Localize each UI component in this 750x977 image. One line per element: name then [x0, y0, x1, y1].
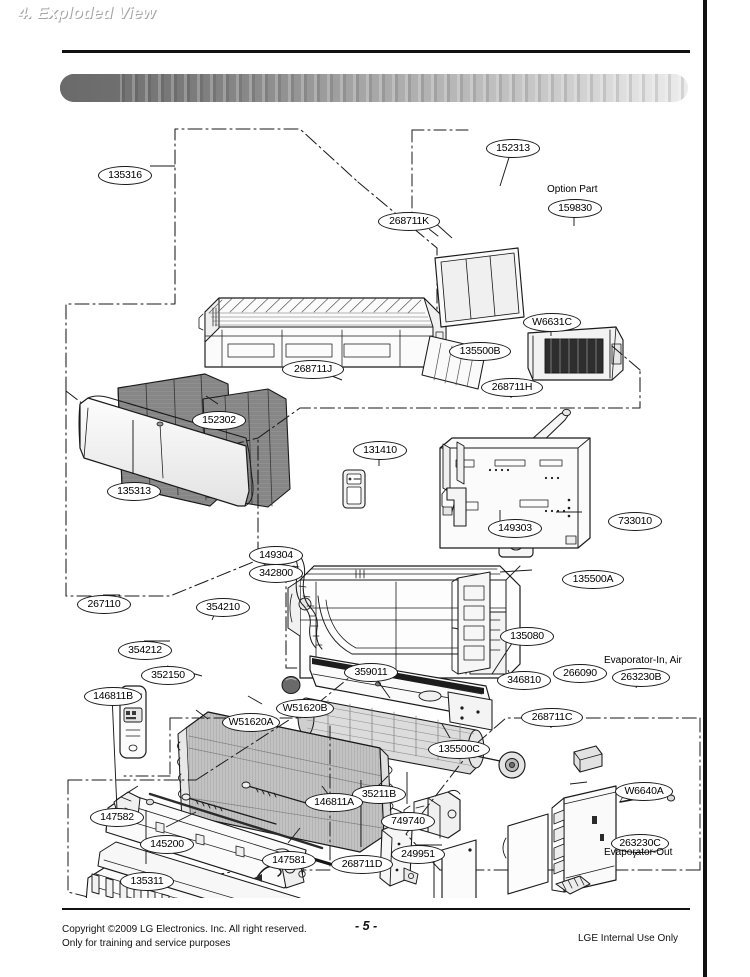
header-divider-rule [62, 50, 690, 53]
callout-W51620A[interactable]: W51620A [222, 713, 280, 732]
callout-749740[interactable]: 749740 [381, 812, 435, 831]
callout-135500B[interactable]: 135500B [449, 342, 511, 361]
banner-left-solid [60, 74, 120, 102]
evaporator-out-label: Evaporator-Out [604, 847, 673, 858]
callout-268711K[interactable]: 268711K [378, 212, 440, 231]
callout-159830[interactable]: 159830 [548, 199, 602, 218]
callout-268711D[interactable]: 268711D [331, 855, 393, 874]
page-title: 4. Exploded View [18, 4, 156, 22]
callout-249951[interactable]: 249951 [391, 845, 445, 864]
callout-354212[interactable]: 354212 [118, 641, 172, 660]
exploded-view-drawing [0, 108, 703, 898]
callout-267110[interactable]: 267110 [77, 595, 131, 614]
callout-149303[interactable]: 149303 [488, 519, 542, 538]
callout-147582[interactable]: 147582 [90, 808, 144, 827]
callout-147581[interactable]: 147581 [262, 851, 316, 870]
callout-W6631C[interactable]: W6631C [523, 313, 581, 332]
callout-145200[interactable]: 145200 [140, 835, 194, 854]
callout-149304[interactable]: 149304 [249, 546, 303, 565]
section-banner [60, 74, 688, 102]
callout-263230B[interactable]: 263230B [612, 668, 670, 687]
callout-146811A[interactable]: 146811A [305, 793, 363, 812]
footer-divider-rule [62, 908, 690, 910]
callout-135500A[interactable]: 135500A [562, 570, 624, 589]
callout-W6640A[interactable]: W6640A [615, 782, 673, 801]
callout-268711H[interactable]: 268711H [481, 378, 543, 397]
callout-152302[interactable]: 152302 [192, 411, 246, 430]
callout-733010[interactable]: 733010 [608, 512, 662, 531]
callout-152313[interactable]: 152313 [486, 139, 540, 158]
callout-263230C[interactable]: 263230C [611, 834, 669, 853]
footer-copyright-line1: Copyright ©2009 LG Electronics. Inc. All… [62, 924, 307, 935]
callout-146811B[interactable]: 146811B [84, 687, 142, 706]
right-margin-rule [703, 0, 707, 977]
callout-342800[interactable]: 342800 [249, 564, 303, 583]
callout-346810[interactable]: 346810 [497, 671, 551, 690]
callout-135080[interactable]: 135080 [500, 627, 554, 646]
callout-354210[interactable]: 354210 [196, 598, 250, 617]
callout-266090[interactable]: 266090 [553, 664, 607, 683]
footer-copyright-line2: Only for training and service purposes [62, 937, 231, 949]
callout-268711J[interactable]: 268711J [282, 360, 344, 379]
callout-135500C[interactable]: 135500C [428, 740, 490, 759]
callout-W51620B[interactable]: W51620B [276, 699, 334, 718]
callout-268711C[interactable]: 268711C [521, 708, 583, 727]
evaporator-in-air-label: Evaporator-In, Air [604, 655, 682, 666]
callout-359011[interactable]: 359011 [344, 663, 398, 682]
callout-135311[interactable]: 135311 [120, 872, 174, 891]
page-number: - 5 - [355, 919, 378, 933]
footer-copyright: Copyright ©2009 LG Electronics. Inc. All… [62, 923, 307, 950]
callout-135313[interactable]: 135313 [107, 482, 161, 501]
callout-352150[interactable]: 352150 [141, 666, 195, 685]
option-part-label: Option Part [547, 184, 598, 195]
footer-internal-use: LGE Internal Use Only [578, 933, 679, 944]
callout-131410[interactable]: 131410 [353, 441, 407, 460]
banner-stripe-pattern [60, 74, 688, 102]
callout-135316[interactable]: 135316 [98, 166, 152, 185]
